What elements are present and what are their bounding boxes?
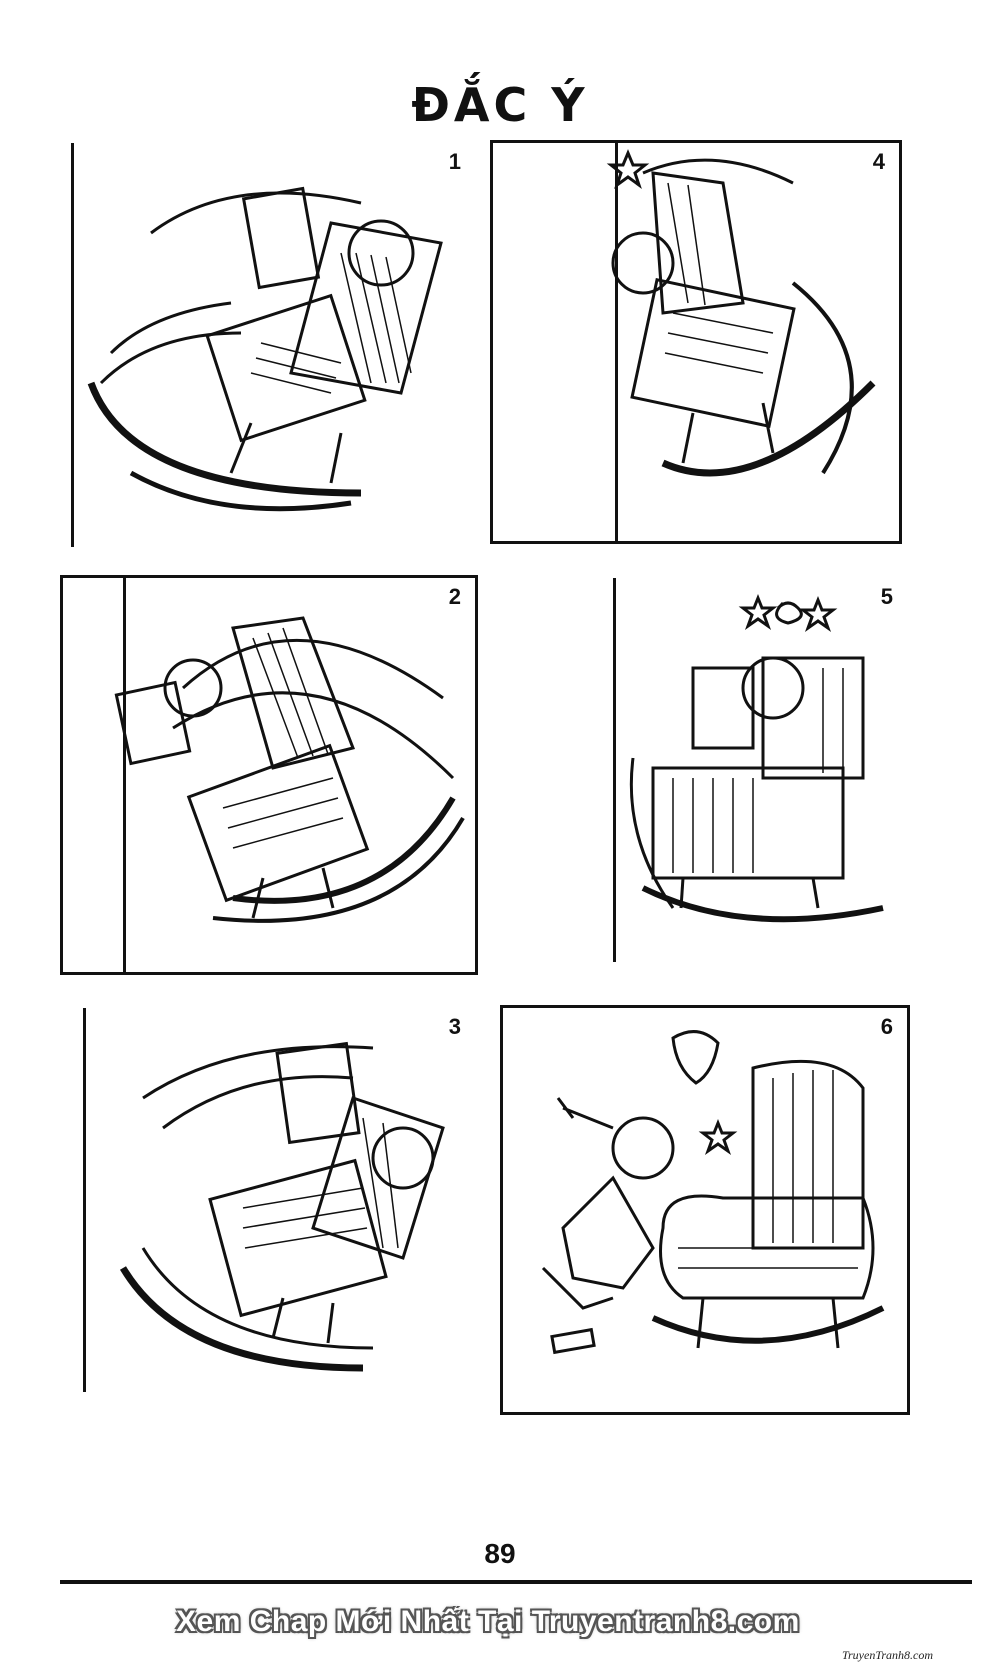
wall — [615, 143, 618, 541]
comic-panel-1: 1 — [68, 140, 478, 550]
panel-art — [606, 149, 876, 477]
panel-art — [114, 616, 465, 923]
panel-number: 1 — [448, 149, 461, 174]
comic-panel-3: 3 — [80, 1005, 478, 1415]
watermark: TruyenTranh8.com — [842, 1648, 934, 1662]
panel-art — [119, 1041, 445, 1372]
site-banner-link[interactable]: Xem Chap Mới Nhất Tại Truyentranh8.com — [176, 1605, 800, 1638]
wall — [71, 143, 74, 547]
panel-number: 2 — [448, 584, 461, 609]
comic-panel-2: 2 — [60, 575, 478, 975]
comic-panel-5: 5 — [610, 575, 910, 975]
panel-number: 3 — [448, 1014, 461, 1039]
page-number: 89 — [484, 1538, 516, 1569]
page-divider — [60, 1580, 972, 1584]
panel-number: 6 — [880, 1014, 893, 1039]
comic-panel-6: 6 — [500, 1005, 910, 1415]
wall — [613, 578, 616, 962]
panel-art — [541, 1030, 885, 1355]
page-title: ĐẮC Ý — [411, 78, 589, 132]
panel-art — [87, 186, 443, 512]
wall — [123, 578, 126, 972]
panel-number: 5 — [880, 584, 893, 609]
comic-panel-4: 4 — [490, 140, 902, 544]
wall — [83, 1008, 86, 1392]
panel-art — [629, 593, 884, 923]
panel-number: 4 — [872, 149, 885, 174]
